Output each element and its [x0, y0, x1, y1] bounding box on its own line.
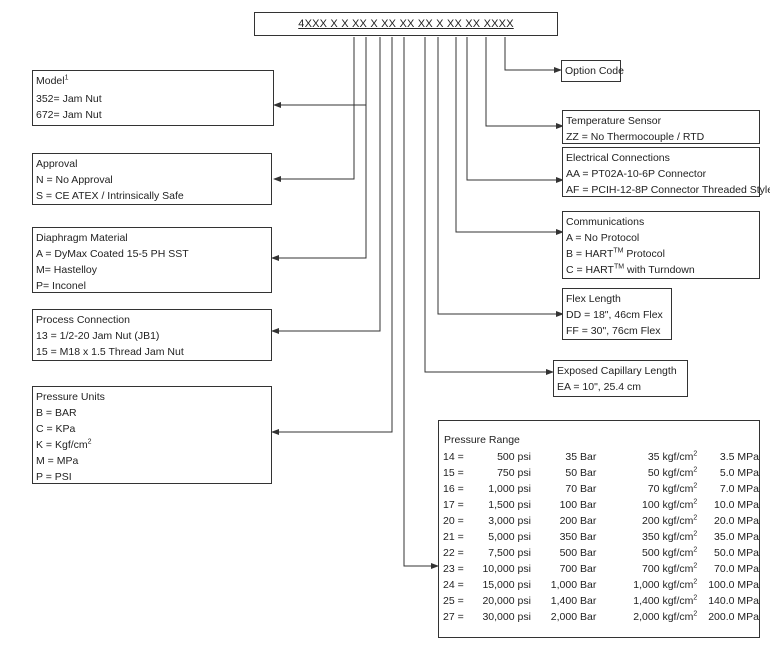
pressure-range-cell: 750 psi: [497, 467, 531, 479]
model-box: Model1 352= Jam Nut 672= Jam Nut: [32, 70, 274, 126]
pressure-range-cell: 2,000 kgf/cm2: [633, 610, 698, 624]
pressure-range-cell: 24 =: [443, 579, 464, 591]
pressure-range-cell: 70.0 MPa: [714, 563, 759, 575]
pressure-range-row: 27 = 30,000 psi 2,000 Bar 2,000 kgf/cm2 200.…: [443, 609, 759, 625]
pressure-range-cell: 100 Bar: [559, 499, 597, 511]
flex-length-box: Flex Length DD = 18", 46cm Flex FF = 30"…: [562, 288, 672, 340]
pressure-range-cell: 100.0 MPa: [708, 579, 759, 591]
pressure-range-cell: 70 kgf/cm2: [647, 482, 698, 496]
pressure-range-row: 24 = 15,000 psi 1,000 Bar 1,000 kgf/cm2 100.…: [443, 577, 759, 593]
approval-box: Approval N = No Approval S = CE ATEX / I…: [32, 153, 272, 205]
pressure-range-cell: 14 =: [443, 451, 464, 463]
pressure-range-cell: 15,000 psi: [482, 579, 531, 591]
diaphragm-box: Diaphragm Material A = DyMax Coated 15-5…: [32, 227, 272, 293]
pressure-units-box: Pressure Units B = BAR C = KPa K = Kgf/c…: [32, 386, 272, 484]
pressure-range-cell: 16 =: [443, 483, 464, 495]
pressure-range-row: 25 = 20,000 psi 1,400 Bar 1,400 kgf/cm2 140.…: [443, 593, 759, 609]
pressure-range-row: 22 = 7,500 psi 500 Bar 500 kgf/cm2 50.0 MPa: [443, 545, 759, 561]
pressure-range-cell: 20.0 MPa: [714, 515, 759, 527]
temperature-sensor-box: Temperature Sensor ZZ = No Thermocouple …: [562, 110, 760, 144]
pressure-range-cell: 2,000 Bar: [550, 611, 597, 623]
pressure-range-cell: 200 kgf/cm2: [642, 514, 698, 528]
pressure-range-cell: 30,000 psi: [482, 611, 531, 623]
pressure-range-cell: 1,400 kgf/cm2: [633, 594, 698, 608]
pressure-range-cell: 5,000 psi: [488, 531, 531, 543]
communications-box: Communications A = No Protocol B = HARTT…: [562, 211, 760, 279]
pressure-range-cell: 70 Bar: [565, 483, 597, 495]
electrical-connections-box: Electrical Connections AA = PT02A-10-6P …: [562, 147, 770, 197]
pressure-range-table: 14 = 500 psi 35 Bar 35 kgf/cm2 3.5 MPa 15 = 75…: [443, 449, 759, 625]
pressure-range-cell: 1,400 Bar: [550, 595, 597, 607]
pressure-range-cell: 7,500 psi: [488, 547, 531, 559]
pressure-range-cell: 1,500 psi: [488, 499, 531, 511]
pressure-range-cell: 100 kgf/cm2: [642, 498, 698, 512]
model-code: 4XXX X X XX X XX XX XX X XX XX XXXX: [254, 12, 558, 36]
pressure-range-cell: 35 kgf/cm2: [647, 450, 698, 464]
pressure-range-cell: 700 Bar: [559, 563, 597, 575]
pressure-range-cell: 140.0 MPa: [708, 595, 759, 607]
pressure-range-cell: 50.0 MPa: [714, 547, 759, 559]
pressure-range-row: 20 = 3,000 psi 200 Bar 200 kgf/cm2 20.0 MPa: [443, 513, 759, 529]
pressure-range-cell: 50 Bar: [565, 467, 597, 479]
pressure-range-cell: 700 kgf/cm2: [642, 562, 698, 576]
pressure-range-row: 15 = 750 psi 50 Bar 50 kgf/cm2 5.0 MPa: [443, 465, 759, 481]
pressure-range-cell: 25 =: [443, 595, 464, 607]
pressure-range-cell: 23 =: [443, 563, 464, 575]
option-code-box: Option Code: [561, 60, 624, 82]
pressure-range-cell: 21 =: [443, 531, 464, 543]
pressure-range-row: 14 = 500 psi 35 Bar 35 kgf/cm2 3.5 MPa: [443, 449, 759, 465]
pressure-range-cell: 27 =: [443, 611, 464, 623]
pressure-range-cell: 1,000 psi: [488, 483, 531, 495]
pressure-range-cell: 10,000 psi: [482, 563, 531, 575]
pressure-range-row: 23 = 10,000 psi 700 Bar 700 kgf/cm2 70.0 MPa: [443, 561, 759, 577]
pressure-range-cell: 350 Bar: [559, 531, 597, 543]
capillary-length-box: Exposed Capillary Length EA = 10", 25.4 …: [553, 360, 688, 397]
pressure-range-row: 16 = 1,000 psi 70 Bar 70 kgf/cm2 7.0 MPa: [443, 481, 759, 497]
pressure-range-cell: 500 kgf/cm2: [642, 546, 698, 560]
pressure-range-cell: 17 =: [443, 499, 464, 511]
pressure-range-cell: 15 =: [443, 467, 464, 479]
pressure-range-cell: 350 kgf/cm2: [642, 530, 698, 544]
pressure-range-cell: 35.0 MPa: [714, 531, 759, 543]
pressure-range-cell: 3.5 MPa: [719, 451, 759, 463]
pressure-range-cell: 10.0 MPa: [714, 499, 759, 511]
pressure-range-cell: 1,000 kgf/cm2: [633, 578, 698, 592]
pressure-range-cell: 200 Bar: [559, 515, 597, 527]
pressure-range-cell: 20 =: [443, 515, 464, 527]
pressure-range-cell: 22 =: [443, 547, 464, 559]
pressure-range-cell: 500 psi: [497, 451, 531, 463]
pressure-range-cell: 1,000 Bar: [550, 579, 597, 591]
pressure-range-cell: 35 Bar: [565, 451, 597, 463]
pressure-range-cell: 3,000 psi: [488, 515, 531, 527]
process-connection-box: Process Connection 13 = 1/2-20 Jam Nut (…: [32, 309, 272, 361]
pressure-range-cell: 5.0 MPa: [719, 467, 759, 479]
pressure-range-cell: 200.0 MPa: [708, 611, 759, 623]
pressure-range-cell: 7.0 MPa: [719, 483, 759, 495]
pressure-range-cell: 500 Bar: [559, 547, 597, 559]
pressure-range-cell: 20,000 psi: [482, 595, 531, 607]
pressure-range-cell: 50 kgf/cm2: [647, 466, 698, 480]
pressure-range-row: 17 = 1,500 psi 100 Bar 100 kgf/cm2 10.0 MPa: [443, 497, 759, 513]
pressure-range-row: 21 = 5,000 psi 350 Bar 350 kgf/cm2 35.0 MPa: [443, 529, 759, 545]
